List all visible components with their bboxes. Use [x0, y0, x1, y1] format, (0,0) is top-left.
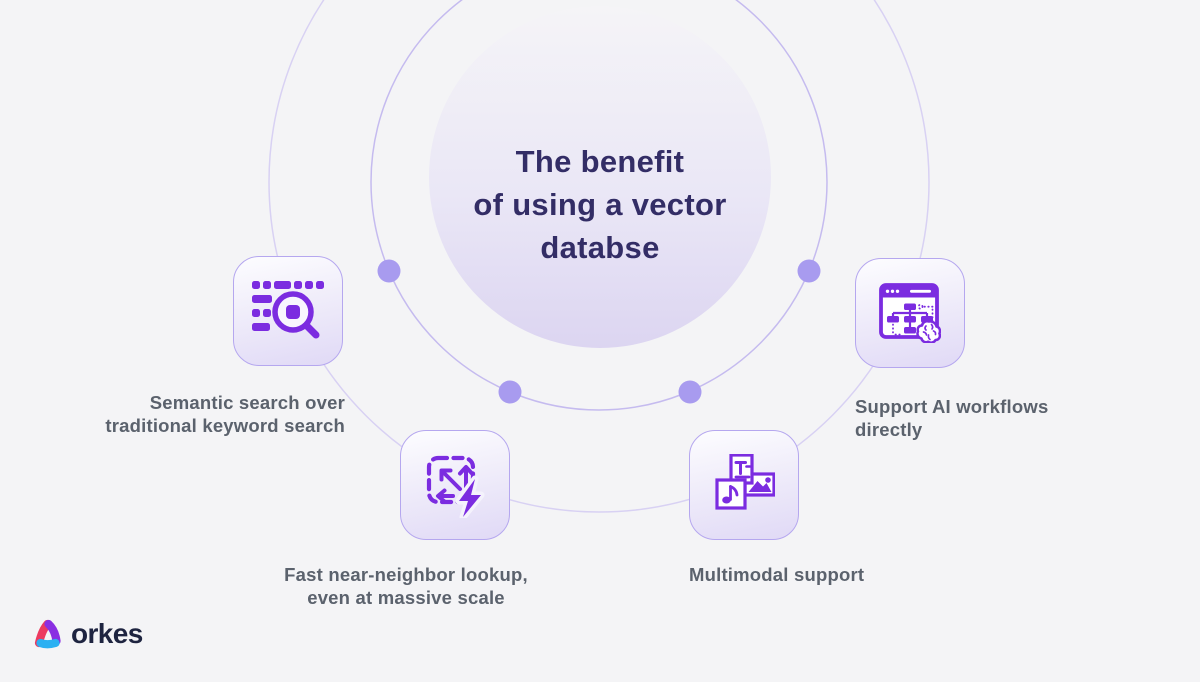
benefit-label-ai-workflows: Support AI workflows directly: [855, 396, 1049, 440]
audio-tile: [715, 478, 747, 510]
scale-arrows-lightning-icon: [426, 455, 485, 518]
benefit-label-fast-lookup: Fast near-neighbor lookup, even at massi…: [284, 564, 528, 608]
ring-dot-bottom-left: [498, 380, 522, 404]
ring-dot-left: [377, 259, 401, 283]
benefit-card-semantic-search: [233, 256, 343, 366]
ring-dot-right: [797, 259, 821, 283]
page-title: The benefit of using a vector databse: [473, 144, 727, 265]
inner-ring: [370, 0, 828, 411]
benefit-label-semantic-search: Semantic search over traditional keyword…: [105, 392, 345, 436]
center-gradient-circle: [429, 6, 771, 348]
ring-dot-bottom-right: [678, 380, 702, 404]
brain-icon: [916, 320, 941, 343]
outer-ring: [268, 0, 930, 513]
browser-workflow-brain-icon: [879, 283, 941, 343]
orkes-triangle-mark-icon: [34, 619, 61, 649]
benefit-card-multimodal: [689, 430, 799, 540]
orkes-logo-text: orkes: [71, 618, 143, 649]
benefit-label-multimodal: Multimodal support: [689, 564, 865, 585]
text-audio-image-tiles-icon: [715, 454, 775, 510]
benefit-card-ai-workflows: [855, 258, 965, 368]
list-search-magnifier-icon: [252, 281, 324, 339]
benefit-card-fast-lookup: [400, 430, 510, 540]
orkes-logo: orkes: [30, 617, 143, 651]
